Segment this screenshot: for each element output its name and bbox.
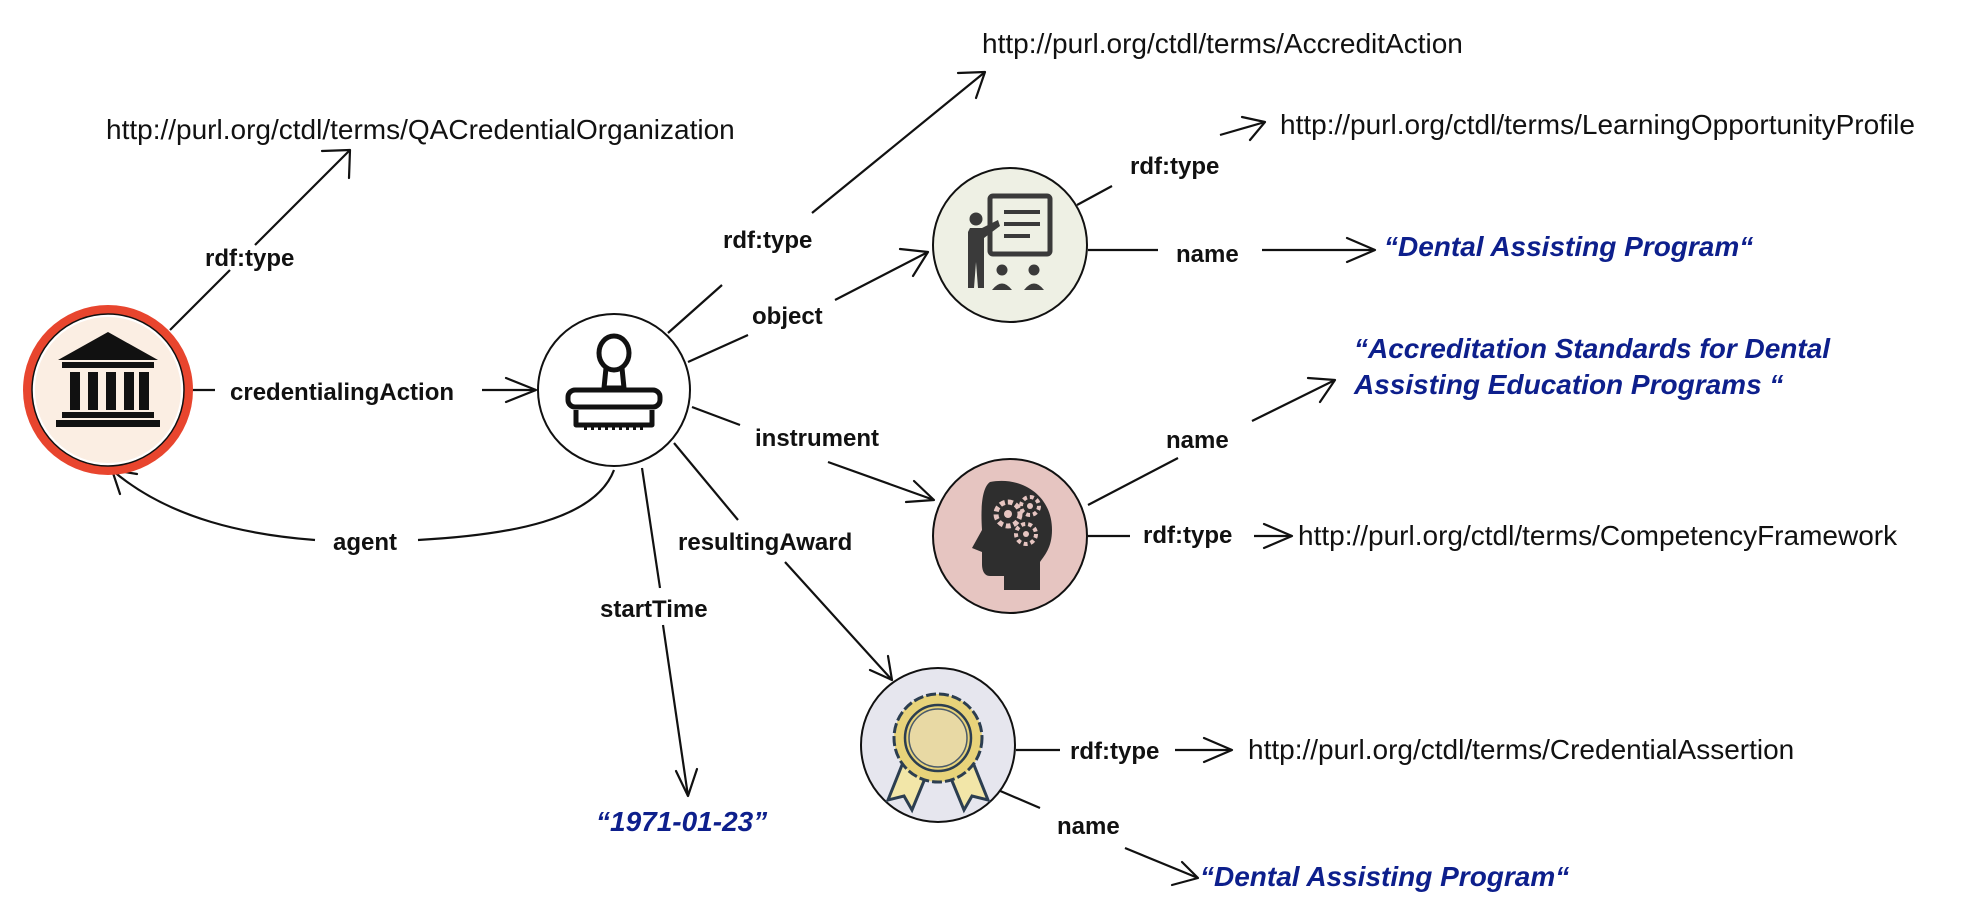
label-org-type: rdf:type xyxy=(205,245,294,272)
edge-action-type-upper xyxy=(811,71,986,214)
edge-credential-name-upper xyxy=(997,788,1041,810)
competency-name-literal-line2: Assisting Education Programs “ xyxy=(1353,369,1783,400)
competency-name-literal-line1: “Accreditation Standards for Dental xyxy=(1354,333,1831,364)
label-start-time: startTime xyxy=(600,596,708,623)
arrowhead-org-type xyxy=(320,148,352,180)
learning-type-uri: http://purl.org/ctdl/terms/LearningOppor… xyxy=(1280,109,1915,140)
learning-opportunity-node[interactable] xyxy=(932,167,1088,323)
label-credentialing-action: credentialingAction xyxy=(230,379,454,406)
edge-agent-right xyxy=(417,469,616,542)
label-object: object xyxy=(752,303,823,330)
edge-resulting-award-upper xyxy=(673,442,739,521)
credential-name-literal: “Dental Assisting Program“ xyxy=(1200,861,1569,892)
action-type-uri: http://purl.org/ctdl/terms/AccreditActio… xyxy=(982,28,1463,59)
edge-labels: rdf:type credentialingAction agent rdf:t… xyxy=(205,153,1239,840)
label-learning-type: rdf:type xyxy=(1130,153,1219,180)
award-seal-icon xyxy=(885,692,991,814)
arrowhead-object xyxy=(898,247,930,278)
label-credential-name: name xyxy=(1057,813,1120,840)
label-credential-type: rdf:type xyxy=(1070,738,1159,765)
credential-type-uri: http://purl.org/ctdl/terms/CredentialAss… xyxy=(1248,734,1794,765)
arrowhead-learning-type xyxy=(1240,115,1267,142)
label-instrument: instrument xyxy=(755,425,879,452)
arrowhead-credentialing-action xyxy=(504,376,538,404)
edge-competency-name-lower xyxy=(1087,457,1179,506)
action-node[interactable] xyxy=(537,313,691,467)
credential-assertion-node[interactable] xyxy=(860,667,1016,823)
edge-action-type-lower xyxy=(667,284,723,334)
edge-learning-type-upper xyxy=(1219,120,1266,137)
edge-start-time-lower xyxy=(661,624,690,797)
label-agent: agent xyxy=(333,529,397,556)
start-time-literal: “1971-01-23” xyxy=(596,806,767,837)
label-resulting-award: resultingAward xyxy=(678,529,852,556)
org-type-uri: http://purl.org/ctdl/terms/QACredentialO… xyxy=(106,114,735,145)
label-competency-type: rdf:type xyxy=(1143,522,1232,549)
arrowhead-resulting-award xyxy=(868,654,894,682)
edge-org-type-upper xyxy=(254,149,351,246)
label-learning-name: name xyxy=(1176,241,1239,268)
head-gears-icon xyxy=(972,480,1052,590)
competency-framework-node[interactable] xyxy=(932,458,1088,614)
edge-start-time-upper xyxy=(640,467,662,589)
learning-name-literal: “Dental Assisting Program“ xyxy=(1384,231,1753,262)
edge-learning-type-lower xyxy=(1076,185,1113,206)
arrowhead-credential-name xyxy=(1170,860,1200,887)
arrowhead-competency-type xyxy=(1262,522,1294,550)
edge-agent-left xyxy=(111,469,316,542)
arrowhead-competency-name xyxy=(1306,376,1337,404)
arrowhead-action-type xyxy=(956,70,987,100)
edge-instrument-upper xyxy=(691,405,741,427)
edge-instrument-lower xyxy=(827,460,935,502)
institution-building-icon xyxy=(56,332,160,427)
competency-type-uri: http://purl.org/ctdl/terms/CompetencyFra… xyxy=(1298,520,1898,551)
edge-object-lower xyxy=(687,333,749,364)
edge-object-upper xyxy=(834,251,929,301)
arrowhead-credential-type xyxy=(1202,736,1234,764)
value-texts: http://purl.org/ctdl/terms/QACredentialO… xyxy=(106,28,1915,892)
edge-org-type xyxy=(169,269,231,331)
edge-resulting-award-lower xyxy=(784,561,893,681)
organization-node[interactable] xyxy=(23,305,193,475)
classroom-teacher-icon xyxy=(968,193,1053,290)
arrowhead-start-time xyxy=(674,767,699,798)
rubber-stamp-icon xyxy=(565,333,663,430)
arrowhead-learning-name xyxy=(1345,236,1377,264)
label-competency-name: name xyxy=(1166,427,1229,454)
edge-credential-name-lower xyxy=(1124,846,1199,880)
arrowhead-instrument xyxy=(904,479,936,504)
label-action-type: rdf:type xyxy=(723,227,812,254)
edge-competency-name-upper xyxy=(1251,379,1336,422)
learning-node-circle xyxy=(932,167,1088,323)
edges xyxy=(110,70,1377,887)
